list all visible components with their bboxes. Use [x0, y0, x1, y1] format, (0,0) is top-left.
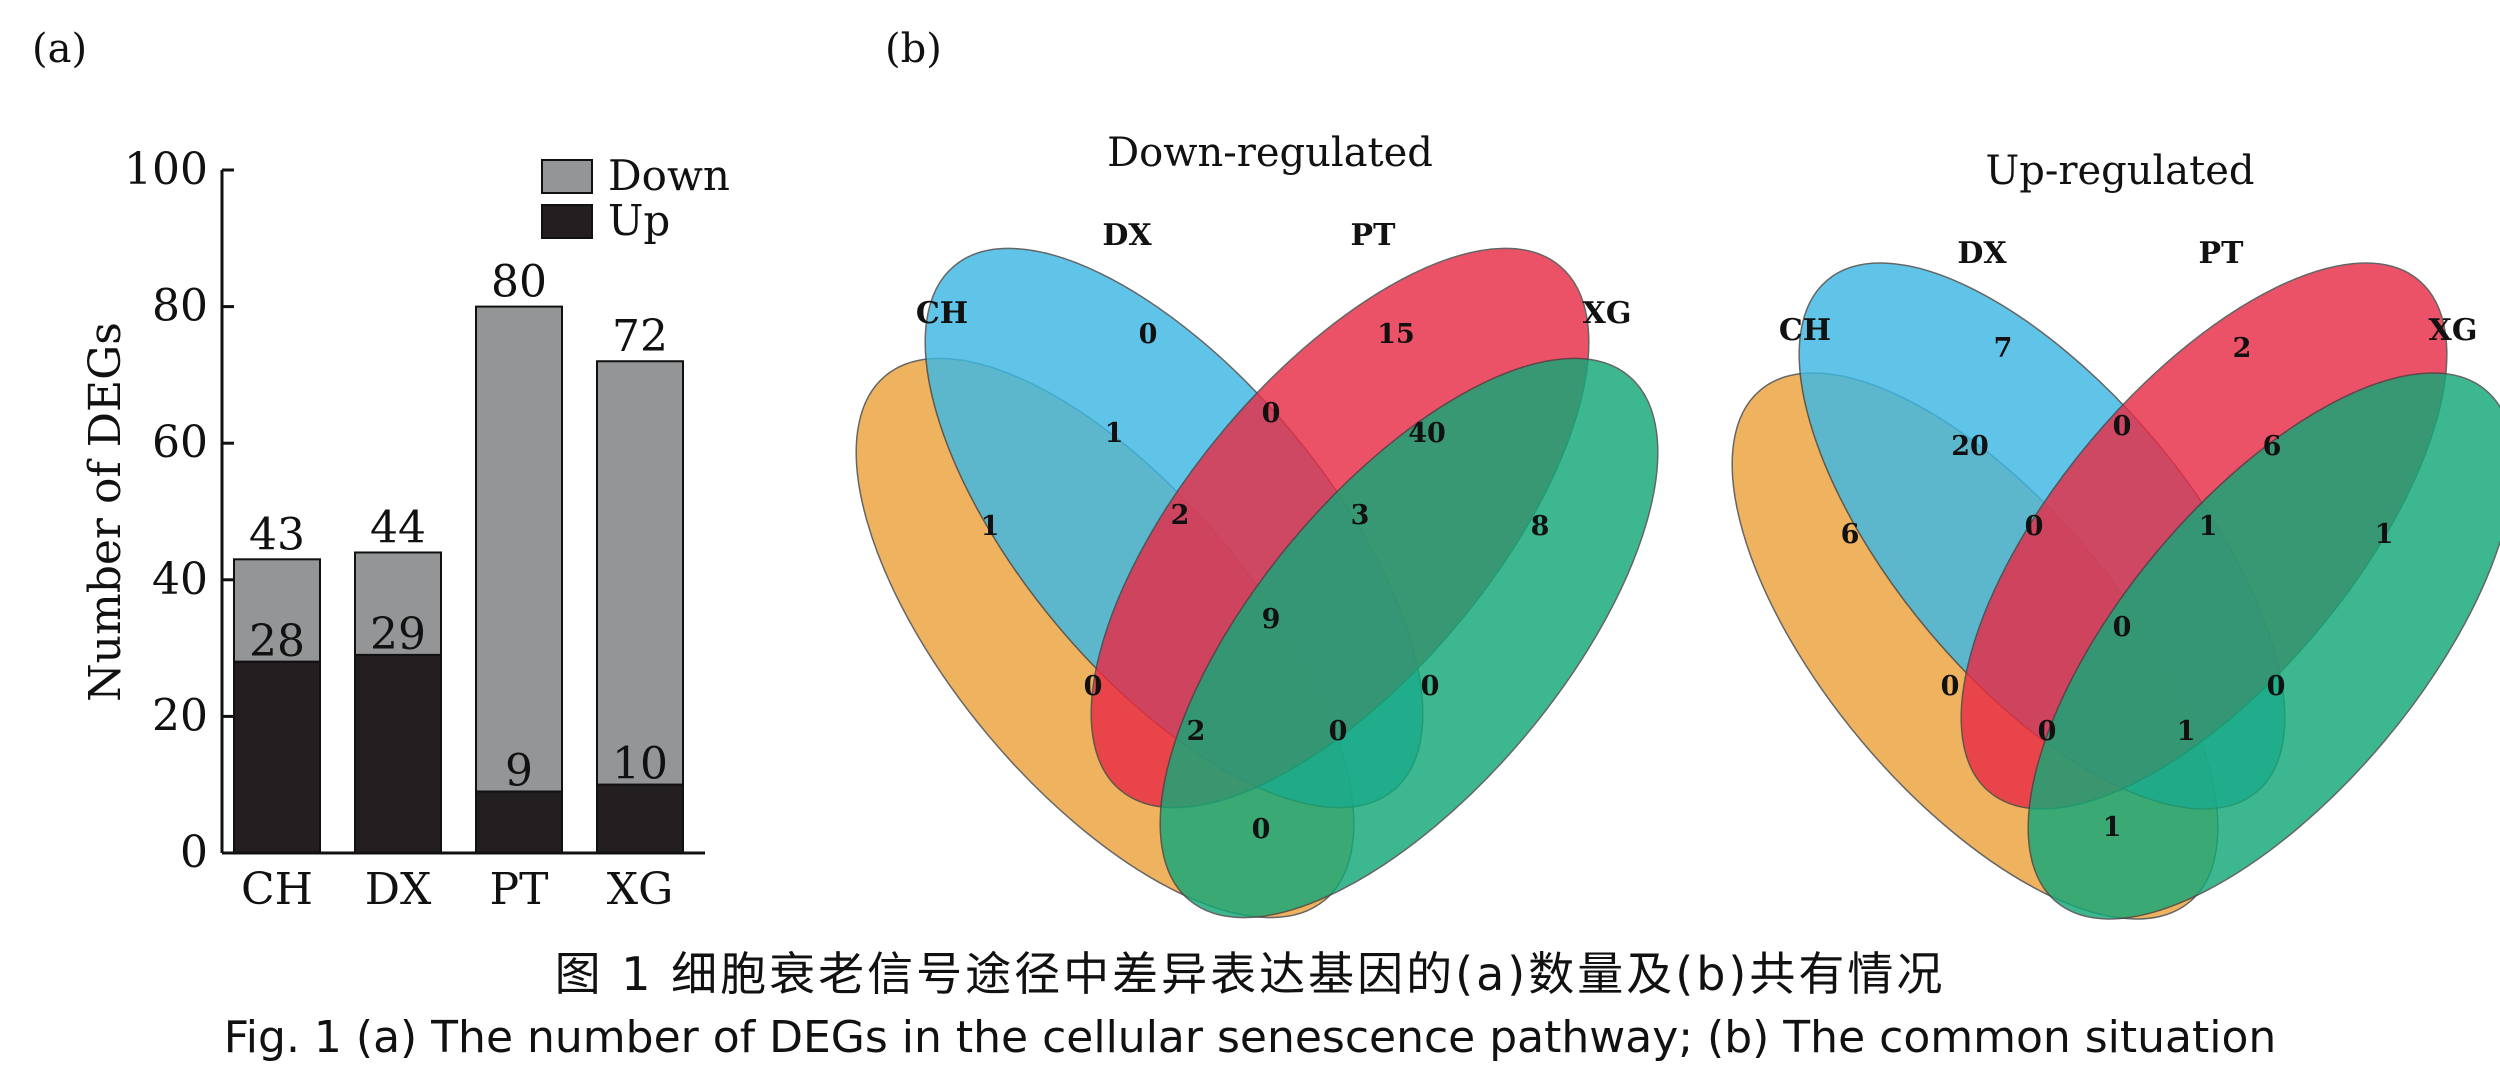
venn-down-region-all: 9 — [1262, 604, 1281, 635]
venn-down-set-label-pt: PT — [1351, 218, 1397, 253]
bar-chart: 0 20 40 60 80 100 CH DX PT XG 43 28 44 29 80 9 72 10 Nu… — [80, 144, 730, 915]
venn-down-set-label-ch: CH — [916, 296, 968, 331]
venn-down-region-ch: 1 — [981, 511, 1000, 542]
venn-up-region-pt: 2 — [2233, 333, 2252, 364]
venn-diagram-down: Down-regulated CH DX PT XG 1 0 15 8 1 0 … — [855, 130, 1659, 919]
x-tick-label-dx: DX — [365, 864, 432, 915]
y-tick-label: 60 — [152, 417, 208, 468]
bar-up-pt — [475, 790, 563, 855]
venn-up-region-ch-dx: 20 — [1951, 431, 1989, 462]
venn-up-region-dx-xg: 0 — [2267, 671, 2286, 702]
y-tick-label: 20 — [152, 690, 208, 741]
venn-down-title: Down-regulated — [1107, 130, 1433, 176]
bar-total-label-pt: 80 — [491, 257, 547, 308]
bar-up-label-ch: 28 — [249, 616, 305, 667]
x-tick-label-xg: XG — [607, 864, 673, 915]
legend-label-up: Up — [608, 196, 670, 245]
legend-swatch-down — [541, 159, 593, 194]
bar-up-label-pt: 9 — [505, 746, 533, 797]
venn-down-set-label-xg: XG — [1583, 296, 1632, 331]
y-axis-title: Number of DEGs — [80, 322, 131, 702]
bar-up-ch — [233, 660, 321, 855]
venn-up-set-label-xg: XG — [2429, 313, 2478, 348]
venn-down-region-pt: 15 — [1377, 319, 1415, 350]
venn-down-set-label-dx: DX — [1102, 218, 1152, 253]
venn-down-region-ch-pt: 0 — [1084, 671, 1103, 702]
venn-up-region-ch-xg: 1 — [2103, 812, 2122, 843]
venn-up-set-label-dx: DX — [1957, 236, 2007, 271]
y-tick-label: 0 — [180, 827, 208, 878]
venn-up-region-dx: 7 — [1994, 333, 2013, 364]
venn-up-set-label-pt: PT — [2199, 236, 2245, 271]
venn-down-region-dx-pt-xg: 3 — [1351, 500, 1370, 531]
venn-up-region-xg: 1 — [2375, 519, 2394, 550]
venn-down-region-ch-xg: 0 — [1252, 814, 1271, 845]
venn-up-region-pt-xg: 6 — [2263, 431, 2282, 462]
venn-down-region-xg: 8 — [1531, 511, 1550, 542]
bar-up-label-dx: 29 — [370, 609, 426, 660]
bar-total-label-dx: 44 — [370, 502, 426, 553]
bar-up-label-xg: 10 — [612, 739, 668, 790]
x-tick-label-ch: CH — [241, 864, 313, 915]
panel-label-a: (a) — [32, 26, 87, 72]
venn-up-region-ch-pt: 0 — [1941, 671, 1960, 702]
venn-up-ellipse-xg — [2027, 372, 2500, 920]
panel-label-b: (b) — [885, 26, 942, 72]
venn-up-region-dx-pt-xg: 1 — [2199, 511, 2218, 542]
legend-swatch-up — [541, 204, 593, 239]
venn-up-title: Up-regulated — [1986, 148, 2255, 194]
venn-down-region-pt-xg: 40 — [1408, 418, 1446, 449]
figure-caption-chinese: 图 1 细胞衰老信号途径中差异表达基因的(a)数量及(b)共有情况 — [554, 947, 1946, 1001]
venn-down-region-dx-xg: 0 — [1421, 671, 1440, 702]
venn-down-region-ch-pt-xg: 2 — [1187, 716, 1206, 747]
bar-total-label-ch: 43 — [249, 509, 305, 560]
legend: Down Up — [541, 151, 730, 245]
x-labels: CH DX PT XG — [241, 864, 673, 915]
bar-down-ch — [233, 558, 321, 663]
bar-up-dx — [354, 653, 442, 854]
legend-label-down: Down — [608, 151, 730, 200]
venn-down-ellipse-xg — [1159, 357, 1659, 919]
venn-up-region-ch: 6 — [1841, 519, 1860, 550]
venn-up-region-ch-pt-xg: 0 — [2038, 716, 2057, 747]
y-tick-label: 80 — [152, 281, 208, 332]
bar-down-dx — [354, 551, 442, 656]
y-tick-label: 100 — [124, 144, 208, 195]
bar-value-labels: 43 28 44 29 80 9 72 10 — [249, 257, 668, 797]
venn-down-region-dx: 0 — [1139, 319, 1158, 350]
venn-up-region-dx-pt: 0 — [2113, 411, 2132, 442]
venn-down-region-ch-dx-pt: 2 — [1171, 500, 1190, 531]
venn-diagram-up: Up-regulated CH DX PT XG 6 7 2 1 20 0 6 … — [1731, 148, 2500, 920]
bar-down-xg — [596, 360, 684, 786]
venn-up-region-ch-dx-xg: 1 — [2177, 716, 2196, 747]
y-tick-label: 40 — [152, 554, 208, 605]
figure-caption-english: Fig. 1 (a) The number of DEGs in the cel… — [223, 1012, 2277, 1063]
venn-down-region-ch-dx-xg: 0 — [1329, 716, 1348, 747]
venn-up-region-ch-dx-pt: 0 — [2025, 511, 2044, 542]
bar-total-label-xg: 72 — [612, 311, 668, 362]
venn-down-region-ch-dx: 1 — [1105, 418, 1124, 449]
venn-up-region-all: 0 — [2113, 612, 2132, 643]
bar-marks — [233, 305, 684, 855]
x-tick-label-pt: PT — [490, 864, 549, 915]
y-ticks: 0 20 40 60 80 100 — [124, 144, 234, 878]
bar-down-pt — [475, 305, 563, 793]
venn-up-set-label-ch: CH — [1779, 313, 1831, 348]
venn-down-region-dx-pt: 0 — [1262, 398, 1281, 429]
bar-up-xg — [596, 783, 684, 855]
